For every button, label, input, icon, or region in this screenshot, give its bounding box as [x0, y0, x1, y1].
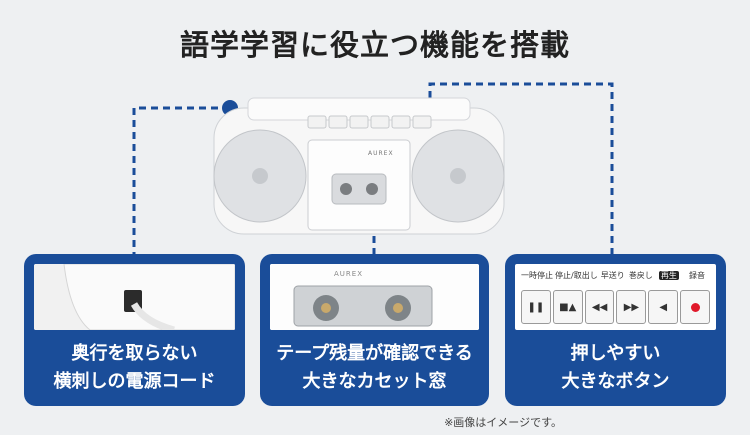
- btn-label-rew: 巻戻し: [628, 271, 653, 280]
- record-icon: [690, 302, 700, 312]
- card1-label-line1: 奥行を取らない: [71, 343, 198, 364]
- stop-eject-button[interactable]: ■▲: [552, 290, 583, 324]
- btn-label-rec: 録音: [688, 271, 705, 280]
- pause-icon: ❚❚: [527, 301, 545, 313]
- image-note: ※画像はイメージです。: [444, 416, 562, 429]
- feature-card-cassette-window: AUREX テープ残量が確認できる 大きなカセット窓: [260, 254, 489, 406]
- play-button[interactable]: ◀: [648, 290, 679, 324]
- power-cord-photo: [34, 264, 235, 330]
- btn-label-ff: 早送り: [600, 271, 625, 280]
- rewind-icon: ▶▶: [623, 301, 640, 313]
- feature-card-power-cord: 奥行を取らない 横刺しの電源コード: [24, 254, 245, 406]
- card2-label-line2: 大きなカセット窓: [302, 371, 447, 392]
- play-icon: ◀: [659, 301, 668, 313]
- btn-label-play: 再生: [658, 271, 679, 280]
- btn-label-stop: 停止/取出し: [555, 271, 598, 280]
- card3-label-line2: 大きなボタン: [561, 371, 670, 392]
- btn-label-pause: 一時停止: [521, 271, 553, 280]
- page-title: 語学学習に役立つ機能を搭載: [179, 28, 570, 62]
- card3-label-line1: 押しやすい: [570, 343, 661, 364]
- cassette-window-photo: AUREX: [270, 264, 479, 330]
- feature-card-buttons: 一時停止 停止/取出し 早送り 巻戻し 再生 録音 ❚❚ ■▲ ◀◀ ▶▶ ◀: [505, 254, 726, 406]
- card1-label-line2: 横刺しの電源コード: [53, 371, 216, 392]
- buttons-photo: 一時停止 停止/取出し 早送り 巻戻し 再生 録音 ❚❚ ■▲ ◀◀ ▶▶ ◀: [515, 264, 716, 330]
- cassette-brand: AUREX: [334, 270, 363, 278]
- fast-forward-icon: ◀◀: [591, 301, 608, 313]
- stop-eject-icon: ■▲: [559, 301, 577, 313]
- rewind-button[interactable]: ▶▶: [616, 290, 647, 324]
- fast-forward-button[interactable]: ◀◀: [584, 290, 615, 324]
- record-button[interactable]: [680, 290, 710, 324]
- cassette-player-image: AUREX: [208, 96, 510, 238]
- pause-button[interactable]: ❚❚: [521, 290, 551, 324]
- card2-label-line1: テープ残量が確認できる: [276, 343, 473, 364]
- device-brand: AUREX: [368, 150, 394, 157]
